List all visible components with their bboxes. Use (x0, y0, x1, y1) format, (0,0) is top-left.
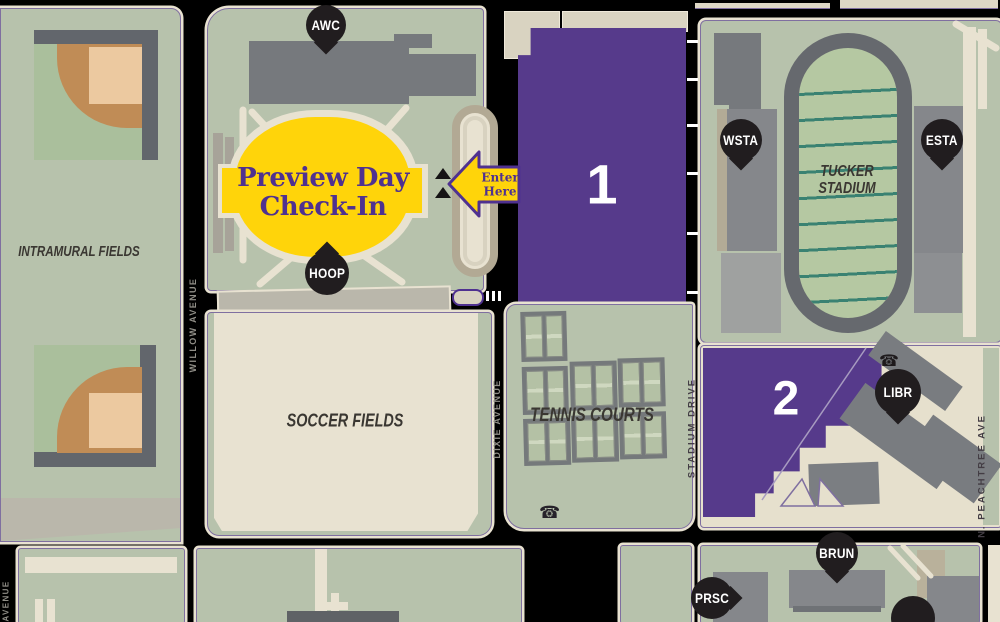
stadium-parcel (700, 20, 1000, 343)
hoop-pin: HOOP (305, 251, 349, 295)
esta-pin: ESTA (921, 119, 963, 161)
stadium-drive-label: STADIUM DRIVE (686, 377, 698, 479)
bottom-parcel-5 (988, 545, 1000, 622)
tennis-courts-label: TENNIS COURTS (530, 405, 654, 426)
parking-lot-1 (518, 28, 686, 330)
library-parcel (700, 330, 1000, 528)
bottom-parcel-1 (18, 548, 185, 622)
lot-2-number: 2 (772, 372, 800, 426)
lot-1-number: 1 (586, 152, 618, 216)
tennis-courts-parcel (506, 304, 693, 529)
baseball-field-north (34, 30, 158, 160)
libr-pin: LIBR (875, 369, 921, 415)
checkin-label: Preview Day Check-In (237, 162, 409, 222)
checkin-highlight-blob (235, 117, 410, 257)
soccer-fields-parcel (207, 312, 492, 536)
willow-avenue-label: WILLOW AVENUE (188, 277, 198, 373)
phone-icon: ☎ (879, 353, 899, 370)
intramural-fields-label: INTRAMURAL FIELDS (18, 244, 140, 260)
enter-here-label: Enter Here (481, 170, 519, 199)
soccer-fields-label: SOCCER FIELDS (286, 410, 404, 431)
awc-pin: AWC (306, 5, 346, 45)
brun-pin: BRUN (816, 532, 858, 574)
phone-icon: ☎ (539, 503, 561, 522)
baseball-field-south (34, 345, 156, 467)
soccer-field-surface (214, 313, 478, 531)
bottom-parcel-3 (620, 545, 692, 622)
partial-avenue-label: AVENUE (1, 580, 11, 622)
wsta-pin: WSTA (720, 119, 762, 161)
tucker-stadium-label: TUCKER STADIUM (818, 163, 876, 197)
peachtree-ave-label: N. PEACHTREE AVE (976, 414, 988, 538)
prsc-pin: PRSC (691, 577, 733, 619)
intramural-paved-band (1, 498, 180, 541)
dixie-avenue-label: DIXIE AVENUE (492, 379, 502, 459)
intramural-fields-parcel (0, 8, 181, 542)
bottom-parcel-2 (196, 548, 522, 622)
road-island (452, 289, 484, 306)
